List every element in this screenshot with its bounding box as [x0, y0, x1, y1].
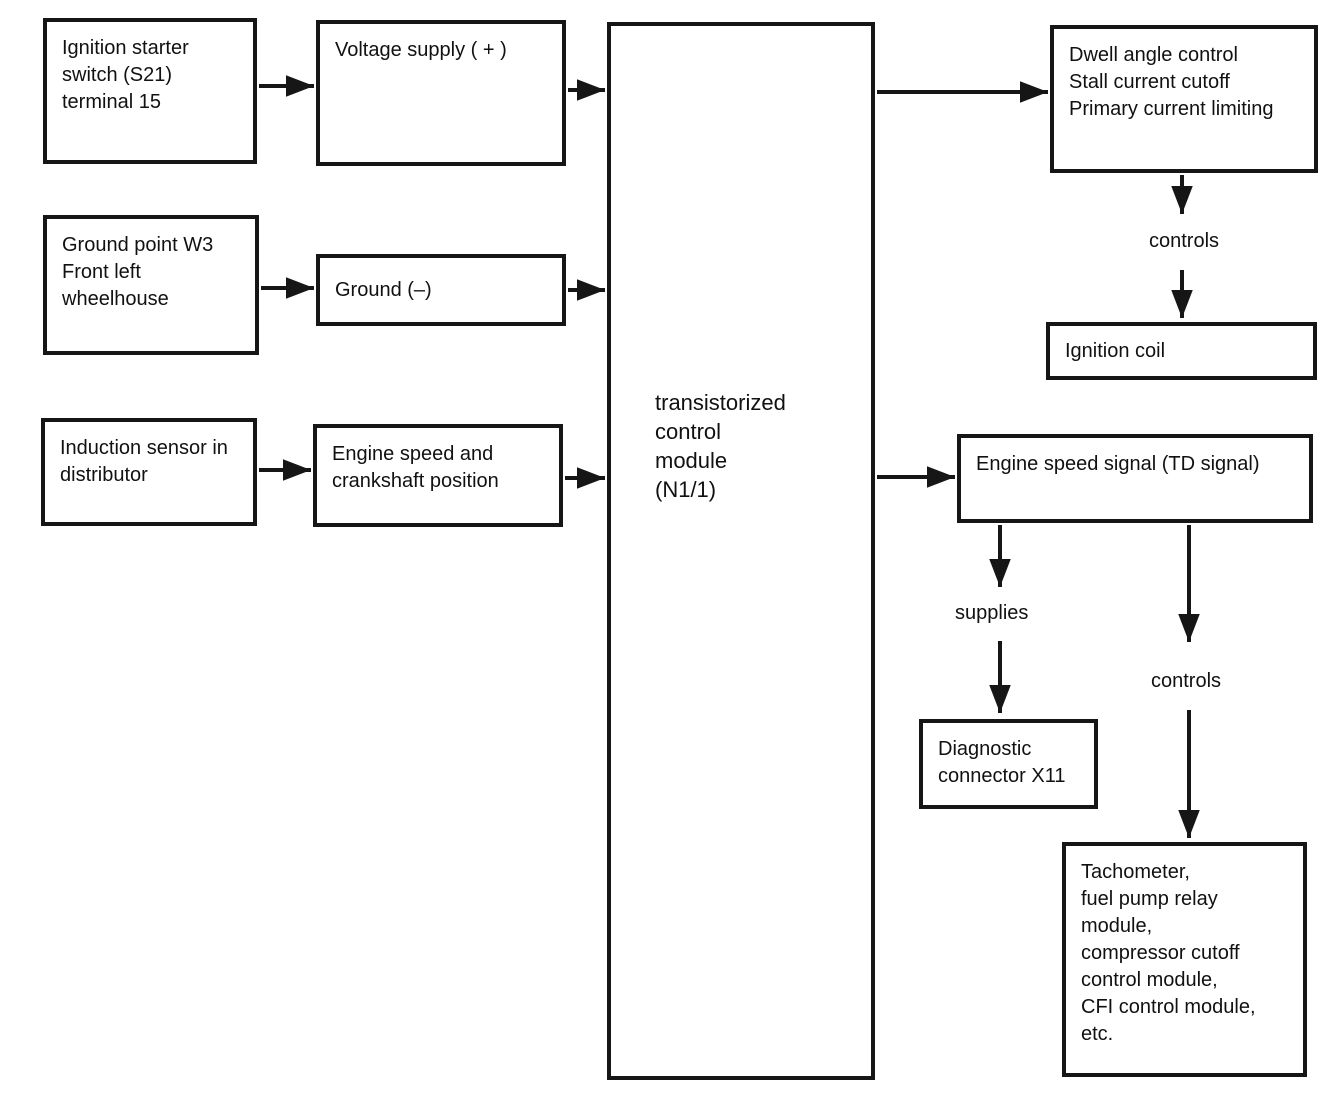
edge-label-controls-top: controls	[1149, 229, 1220, 253]
node-voltage-supply: Voltage supply ( + )	[316, 20, 566, 166]
control-module-label: transistorized control module (N1/1)	[655, 390, 786, 502]
node-engine-speed-crankshaft-position: Engine speed and crankshaft position	[313, 424, 563, 527]
node-transistorized-control-module: transistorized control module (N1/1)	[607, 22, 875, 1080]
node-tachometer-and-loads: Tachometer, fuel pump relay module, comp…	[1062, 842, 1307, 1077]
edge-label-supplies: supplies	[955, 601, 1029, 625]
node-engine-speed-signal-td: Engine speed signal (TD signal)	[957, 434, 1313, 523]
node-ignition-coil: Ignition coil	[1046, 322, 1317, 380]
node-dwell-angle-control: Dwell angle control Stall current cutoff…	[1050, 25, 1318, 173]
node-ignition-starter-switch: Ignition starter switch (S21) terminal 1…	[43, 18, 257, 164]
edge-label-controls-bottom: controls	[1151, 669, 1222, 693]
node-diagnostic-connector-x11: Diagnostic connector X11	[919, 719, 1098, 809]
node-ground-point-w3: Ground point W3 Front left wheelhouse	[43, 215, 259, 355]
node-induction-sensor: Induction sensor in distributor	[41, 418, 257, 526]
node-ground: Ground (–)	[316, 254, 566, 326]
